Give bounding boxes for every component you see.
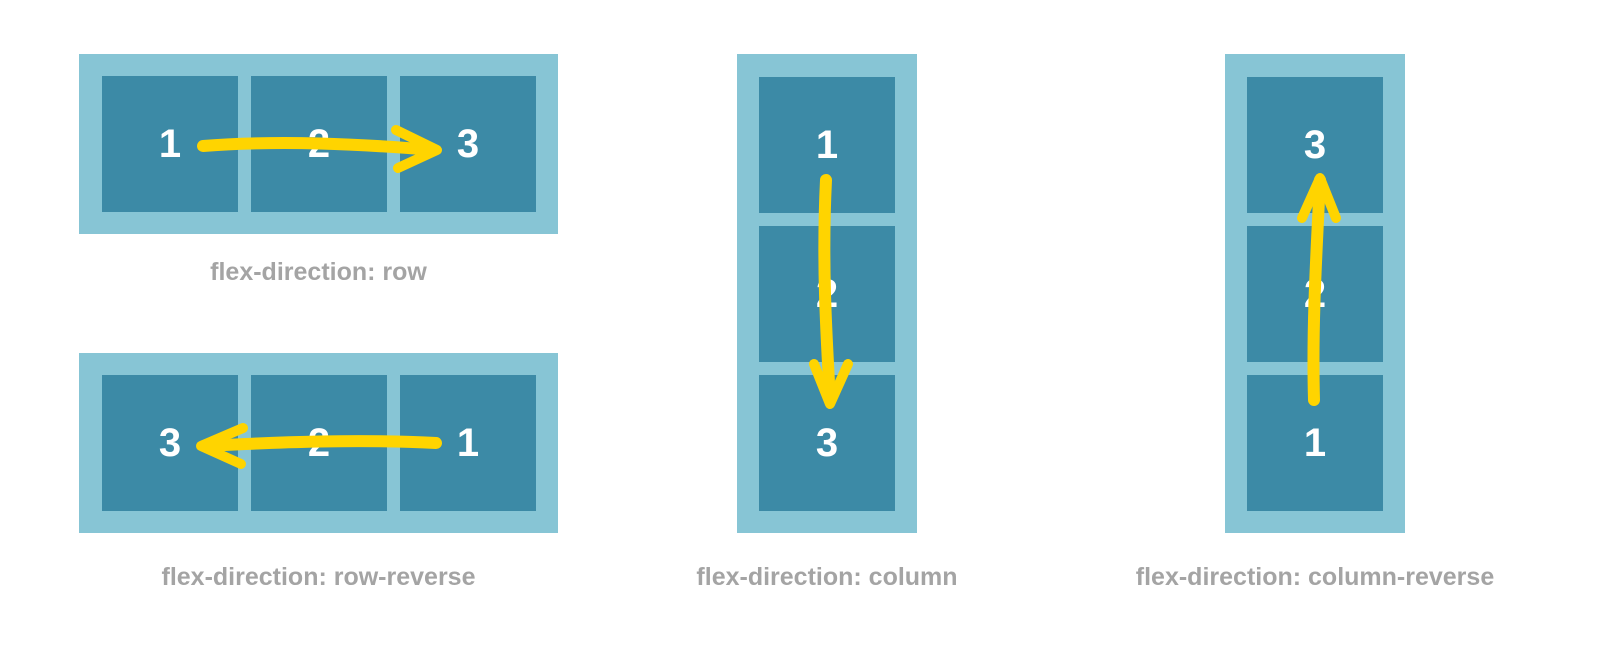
- row-caption: flex-direction: row: [210, 258, 427, 286]
- row-reverse-item-1: 1: [400, 375, 536, 511]
- column-reverse-caption: flex-direction: column-reverse: [1135, 563, 1495, 591]
- row-item-2: 2: [251, 76, 387, 212]
- column-reverse-item-1: 1: [1247, 375, 1383, 511]
- column-item-2: 2: [759, 226, 895, 362]
- row-reverse-item-2: 2: [251, 375, 387, 511]
- row-container: 1 2 3: [79, 54, 558, 234]
- row-reverse-caption: flex-direction: row-reverse: [161, 563, 476, 591]
- column-reverse-container: 3 2 1: [1225, 54, 1405, 533]
- column-container: 1 2 3: [737, 54, 917, 533]
- column-caption: flex-direction: column: [696, 563, 958, 591]
- row-reverse-item-3: 3: [102, 375, 238, 511]
- column-reverse-item-3: 3: [1247, 77, 1383, 213]
- column-reverse-item-2: 2: [1247, 226, 1383, 362]
- column-item-3: 3: [759, 375, 895, 511]
- row-item-3: 3: [400, 76, 536, 212]
- row-reverse-container: 3 2 1: [79, 353, 558, 533]
- row-item-1: 1: [102, 76, 238, 212]
- column-item-1: 1: [759, 77, 895, 213]
